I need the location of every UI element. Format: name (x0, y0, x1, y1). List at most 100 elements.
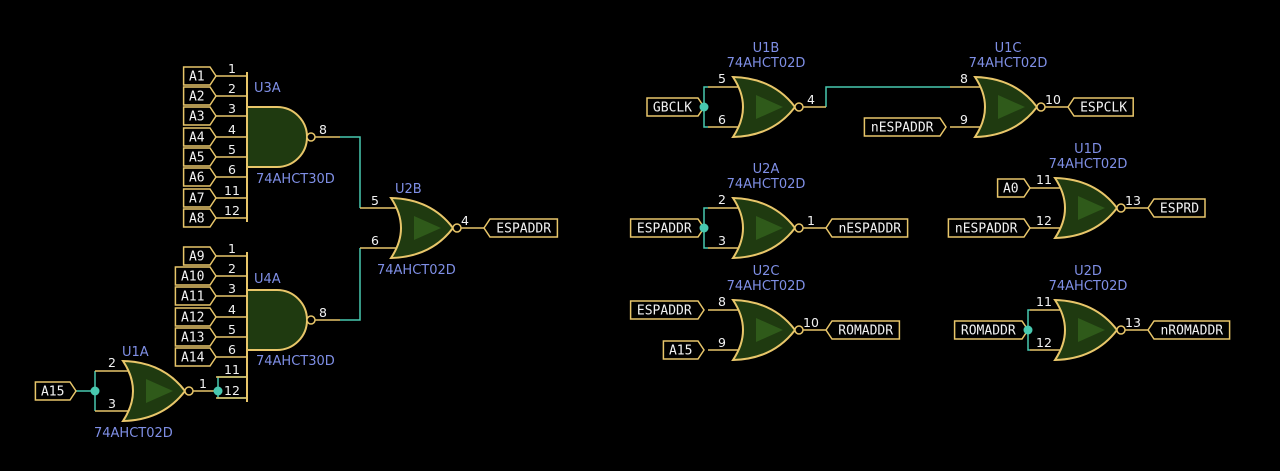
net-label-a7-outline (182, 188, 217, 208)
pin-number: 1 (228, 61, 236, 76)
pin-number: 2 (228, 81, 236, 96)
net-label-esprd-outline (1147, 198, 1206, 218)
pin-number: 3 (718, 233, 726, 248)
pin-number: 2 (108, 355, 116, 370)
ref-designator: U1B (753, 41, 780, 56)
part-value: 74AHCT02D (727, 177, 806, 192)
net-label-a8-outline (182, 208, 217, 228)
net-label-a1: A1 (189, 70, 205, 85)
ref-designator: U2B (395, 182, 422, 197)
nor-gate-u2a (731, 196, 804, 260)
net-label-a12-outline (174, 307, 217, 327)
gate-triangle-icon (756, 95, 783, 119)
part-value: 74AHCT02D (1049, 157, 1128, 172)
ref-designator: U1C (995, 41, 1022, 56)
gate-triangle-icon (756, 318, 783, 342)
net-label-a15: A15 (669, 344, 692, 359)
part-value: 74AHCT02D (1049, 279, 1128, 294)
nor-gate-u2d (1053, 298, 1126, 362)
pin-number: 3 (228, 281, 236, 296)
pin-number: 6 (228, 162, 236, 177)
wire-junction (699, 223, 709, 233)
inverter-bubble-icon (794, 223, 804, 233)
net-label-a3-outline (182, 106, 217, 126)
pin-number: 4 (228, 302, 236, 317)
pin-number: 8 (718, 294, 726, 309)
net-label-espaddr: ESPADDR (637, 304, 692, 319)
pin-number: 13 (1125, 193, 1141, 208)
ref-designator: U4A (254, 272, 281, 287)
wire-u4a-u2b (340, 248, 361, 321)
pin-number: 10 (1045, 92, 1061, 107)
nand-gate-u3a (246, 106, 316, 168)
net-label-a10-outline (174, 266, 217, 286)
wire-u1b-u1c (825, 86, 950, 107)
net-label-romaddr: ROMADDR (838, 324, 893, 339)
gate-triangle-icon (1078, 318, 1105, 342)
net-label-nespaddr-outline (825, 218, 909, 238)
ref-designator: U1D (1074, 142, 1102, 157)
pin-number: 11 (1036, 294, 1052, 309)
net-label-a11: A11 (181, 290, 204, 305)
nor-gate-u2c (731, 298, 804, 362)
net-label-espaddr-outline (629, 300, 705, 320)
ref-designator: U3A (254, 81, 281, 96)
pin-number: 11 (1036, 172, 1052, 187)
net-label-a1-outline (182, 66, 217, 86)
junction-layer (90, 102, 1033, 396)
pin-number: 12 (1036, 213, 1052, 228)
net-label-a2: A2 (189, 90, 205, 105)
net-label-nromaddr-outline (1147, 320, 1231, 340)
pin-number: 1 (228, 241, 236, 256)
net-label-nespaddr-outline (863, 117, 947, 137)
pin-number: 12 (1036, 335, 1052, 350)
net-label-a5-outline (182, 147, 217, 167)
ref-designator: U1A (122, 345, 149, 360)
ref-designator: U2A (753, 162, 780, 177)
nor-gate-u1d (1053, 176, 1126, 240)
net-label-esprd: ESPRD (1160, 202, 1199, 217)
pin-number: 6 (371, 233, 379, 248)
net-label-a14: A14 (181, 351, 205, 366)
net-label-espaddr: ESPADDR (496, 222, 551, 237)
net-label-a15-outline (34, 381, 77, 401)
net-label-a12: A12 (181, 311, 204, 326)
inverter-bubble-icon (794, 325, 804, 335)
nor-gate-u1a (121, 359, 194, 423)
net-label-nespaddr-outline (947, 218, 1031, 238)
gate-triangle-icon (414, 216, 441, 240)
part-value: 74AHCT30D (256, 172, 335, 187)
part-value: 74AHCT30D (256, 354, 335, 369)
pin-number: 12 (224, 203, 240, 218)
pins-layer (95, 75, 1148, 412)
wire-gbclk-b (703, 107, 708, 128)
net-label-a0-outline (996, 178, 1031, 198)
pin-number: 6 (718, 112, 726, 127)
pin-number: 3 (108, 396, 116, 411)
wire-junction (699, 102, 709, 112)
pin-number: 13 (1125, 315, 1141, 330)
net-label-a6: A6 (189, 171, 205, 186)
nor-gate-u1b (731, 75, 804, 139)
part-value: 74AHCT02D (377, 263, 456, 278)
gate-triangle-icon (756, 216, 783, 240)
net-label-a2-outline (182, 86, 217, 106)
net-label-a8: A8 (189, 212, 205, 227)
wire-junction (213, 386, 223, 396)
net-label-a15-outline (662, 340, 705, 360)
net-label-espaddr: ESPADDR (637, 222, 692, 237)
pin-number: 10 (803, 315, 819, 330)
pin-number: 4 (228, 122, 236, 137)
ref-designator: U2C (753, 264, 780, 279)
inverter-bubble-icon (306, 315, 316, 325)
wire-u3a-u2b (340, 136, 361, 208)
wire-gbclk-a (703, 86, 708, 107)
inverter-bubble-icon (306, 132, 316, 142)
net-label-a13: A13 (181, 331, 204, 346)
net-label-gbclk: GBCLK (653, 101, 692, 116)
gate-triangle-icon (146, 379, 173, 403)
net-label-romaddr: ROMADDR (961, 324, 1016, 339)
wire-romaddr-a (1027, 309, 1030, 330)
net-label-a9: A9 (189, 250, 205, 265)
